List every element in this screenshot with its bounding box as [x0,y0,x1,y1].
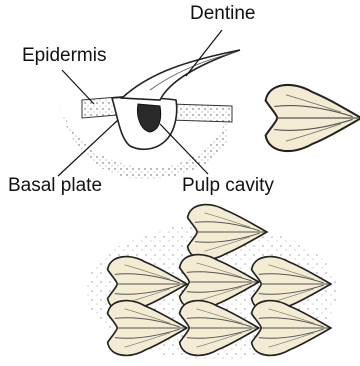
epidermis-layer-right [170,104,232,122]
epidermis-leader [62,70,94,104]
epidermis-label: Epidermis [22,46,106,65]
dentine-leader [186,30,222,76]
pulp-cavity-label: Pulp cavity [182,176,274,195]
basal-plate-label: Basal plate [8,176,102,195]
single-scale [266,85,360,151]
dentine-spine [122,50,240,100]
scale-cluster [86,205,338,360]
dentine-label: Dentine [190,4,256,23]
